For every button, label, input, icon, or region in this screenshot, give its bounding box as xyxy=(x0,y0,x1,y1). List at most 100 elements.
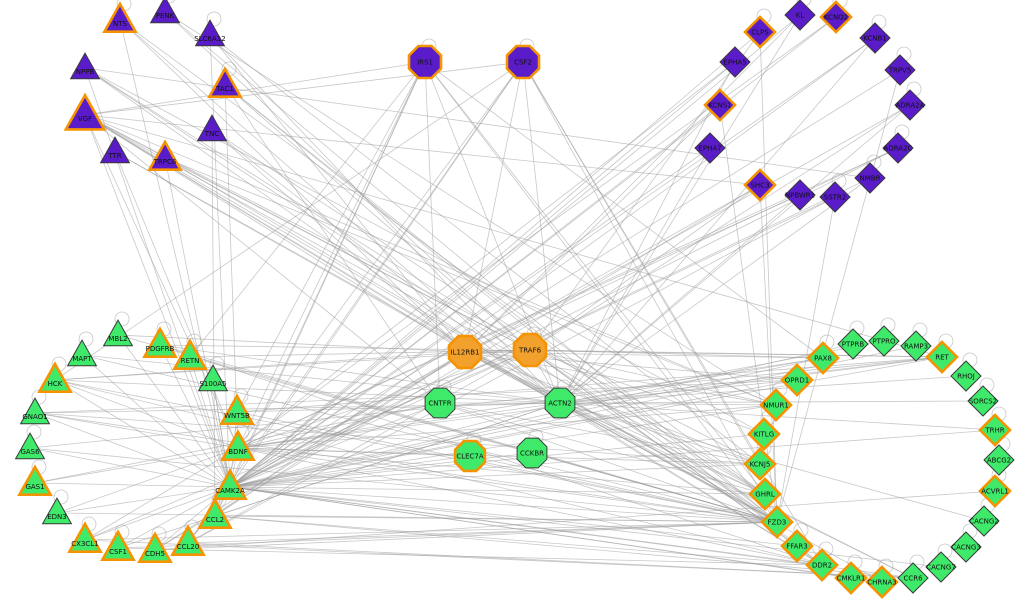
node-SORCS2[interactable]: SORCS2 xyxy=(967,385,999,417)
edge-TTR-BDNF xyxy=(114,151,239,449)
node-TRHR[interactable]: TRHR xyxy=(978,413,1012,447)
node-KCNB1[interactable]: KCNB1 xyxy=(859,22,891,54)
edge-NPBWR1-ACTN2 xyxy=(559,194,801,404)
triangle-shape xyxy=(212,468,248,501)
diamond-shape xyxy=(978,413,1012,447)
node-TTR[interactable]: TTR xyxy=(99,136,131,164)
node-IL12RB1[interactable]: IL12RB1 xyxy=(447,334,483,370)
node-KCNQ2[interactable]: KCNQ2 xyxy=(819,0,853,34)
node-PTPRO[interactable]: PTPRO xyxy=(868,325,900,357)
edge-ACTN2-CSF1 xyxy=(117,402,561,549)
edge-ACTN2-HCK xyxy=(54,379,561,404)
edge-WNT5B-FZD3 xyxy=(236,411,778,523)
node-CX3CL1[interactable]: CX3CL1 xyxy=(67,521,103,554)
edge-KCNB1-CCL2 xyxy=(214,37,876,517)
node-NTS[interactable]: NTS xyxy=(102,1,138,34)
node-CSF2[interactable]: CSF2 xyxy=(505,44,541,80)
edge-ACTN2-CCR6 xyxy=(559,402,914,579)
edge-NTS-ACTN2 xyxy=(119,19,561,404)
node-PENK[interactable]: PENK xyxy=(149,0,181,24)
node-ADRA2A[interactable]: ADRA2A xyxy=(894,89,926,121)
edge-PDGFRB-DDR2 xyxy=(159,344,823,566)
edge-ACTN2-GNAO1 xyxy=(34,402,561,414)
diamond-shape xyxy=(784,0,816,31)
node-CLPS[interactable]: CLPS xyxy=(743,15,777,49)
node-TRPV5[interactable]: TRPV5 xyxy=(884,54,916,86)
edge-SHC3-TRAF6 xyxy=(529,184,761,351)
node-GAS6[interactable]: GAS6 xyxy=(14,432,46,460)
edge-ACTN2-BDNF xyxy=(237,402,561,449)
node-CACNG7[interactable]: CACNG7 xyxy=(925,551,957,583)
edge-IRS1-BDNF xyxy=(237,61,426,449)
node-IRS1[interactable]: IRS1 xyxy=(407,44,443,80)
edge-VGF-NMUR1 xyxy=(84,114,777,406)
node-CHRNA3[interactable]: CHRNA3 xyxy=(865,565,899,599)
node-ACVRL1[interactable]: ACVRL1 xyxy=(978,474,1012,508)
edge-VGF-BDNF xyxy=(84,114,239,449)
node-CACNG3[interactable]: CACNG3 xyxy=(950,531,982,563)
node-NPBWR1[interactable]: NPBWR1 xyxy=(784,179,816,211)
node-PAX8[interactable]: PAX8 xyxy=(806,341,840,375)
triangle-shape xyxy=(100,529,136,562)
node-FZD3[interactable]: FZD3 xyxy=(760,505,794,539)
node-CCR6[interactable]: CCR6 xyxy=(897,562,929,594)
node-PTPRB[interactable]: PTPRB xyxy=(837,328,869,360)
node-PDGFRB[interactable]: PDGFRB xyxy=(142,326,178,359)
edge-CAMK2A-CX3CL1 xyxy=(84,486,231,541)
node-CACNG2[interactable]: CACNG2 xyxy=(968,505,1000,537)
edge-SLC6A12-IL12RB1 xyxy=(209,34,466,353)
edge-VGF-SHC3 xyxy=(84,114,761,186)
edge-CDH5-ACVRL1 xyxy=(154,490,996,551)
triangle-shape xyxy=(17,464,53,497)
node-EDN3[interactable]: EDN3 xyxy=(41,497,73,525)
diamond-shape xyxy=(703,88,737,122)
node-EPHA7[interactable]: EPHA7 xyxy=(694,132,726,164)
node-RHOJ[interactable]: RHOJ xyxy=(950,360,982,392)
edge-NPPB-CAMK2A xyxy=(84,67,231,488)
node-CSF1[interactable]: CSF1 xyxy=(100,529,136,562)
triangle-shape xyxy=(37,361,73,394)
edge-CAMK2A-HCK xyxy=(54,379,231,488)
node-ACTN2[interactable]: ACTN2 xyxy=(544,387,576,419)
node-TAC1[interactable]: TAC1 xyxy=(207,66,243,98)
edge-TAC1-FZD3 xyxy=(224,84,778,523)
edge-CAMK2A-MAPT xyxy=(81,354,231,488)
diamond-shape xyxy=(780,363,814,397)
triangle-shape xyxy=(66,339,98,367)
edge-GNAO1-FZD3 xyxy=(34,412,778,523)
edge-ADRA2A-ACTN2 xyxy=(559,104,911,404)
edge-TAC1-BDNF xyxy=(224,84,239,449)
node-CNTFR[interactable]: CNTFR xyxy=(424,387,456,419)
node-SLC6A12[interactable]: SLC6A12 xyxy=(194,19,226,47)
triangle-shape xyxy=(197,364,229,392)
node-ADRA2C[interactable]: ADRA2C xyxy=(882,132,914,164)
node-CCKBR[interactable]: CCKBR xyxy=(516,437,548,469)
node-TNC[interactable]: TNC xyxy=(196,114,228,142)
edge-RETN-FZD3 xyxy=(189,356,778,523)
edge-TAC1-DDR2 xyxy=(224,84,823,566)
node-SSTR2[interactable]: SSTR2 xyxy=(819,181,851,213)
node-ABCG2[interactable]: ABCG2 xyxy=(983,444,1015,476)
edge-KCNB1-ACTN2 xyxy=(559,37,876,404)
node-TRAF6[interactable]: TRAF6 xyxy=(512,332,548,368)
node-CMKLR1[interactable]: CMKLR1 xyxy=(834,561,868,595)
node-MAPT[interactable]: MAPT xyxy=(66,339,98,367)
node-VGF[interactable]: VGF xyxy=(63,92,107,131)
triangle-shape xyxy=(14,432,46,460)
edge-CAMK2A-GAS6 xyxy=(29,447,231,488)
node-CLEC7A[interactable]: CLEC7A xyxy=(453,439,487,473)
node-CCL2[interactable]: CCL2 xyxy=(197,497,233,530)
edge-CLEC7A-FZD3 xyxy=(469,455,778,523)
self-loop-PENK xyxy=(162,0,176,4)
diamond-shape xyxy=(868,325,900,357)
node-GNAO1[interactable]: GNAO1 xyxy=(19,397,51,425)
node-RET[interactable]: RET xyxy=(925,340,959,374)
edge-CSF2-FZD3 xyxy=(522,61,778,523)
edge-CAMK2A-RETN xyxy=(189,356,231,488)
node-HCK[interactable]: HCK xyxy=(37,361,73,394)
node-NPPB[interactable]: NPPB xyxy=(69,52,101,80)
edge-TRPV5-FZD3 xyxy=(776,69,901,523)
node-MBL2[interactable]: MBL2 xyxy=(102,319,134,347)
